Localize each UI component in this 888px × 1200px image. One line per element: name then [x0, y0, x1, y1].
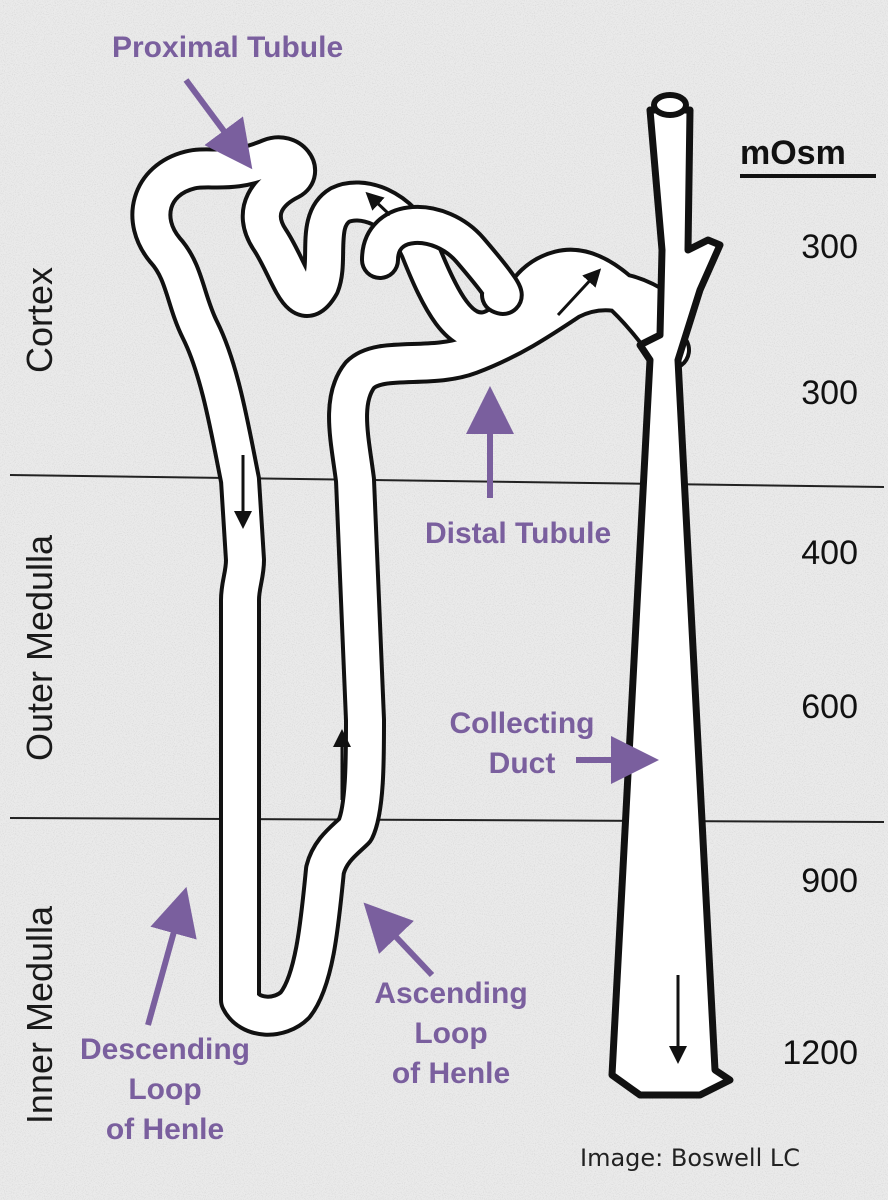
- osmolality-value: 1200: [782, 1034, 858, 1072]
- outer-inner-medulla-boundary: [9, 817, 885, 823]
- proximal-tubule-label: Proximal Tubule: [112, 31, 344, 64]
- pointer-proximal-tubule: [183, 78, 253, 170]
- zone-outer-medulla-label: Outer Medulla: [19, 534, 60, 762]
- ascending-loop-label-line3: of Henle: [391, 1057, 511, 1090]
- collecting-duct-outline: [608, 106, 734, 1099]
- collecting-duct: [608, 92, 734, 1099]
- ascending-loop-label-line1: Ascending: [374, 977, 528, 1010]
- osmolality-value: 400: [801, 534, 858, 572]
- osmolality-value: 300: [801, 228, 858, 266]
- proximal-tubule-end-lumen: [364, 208, 520, 312]
- collecting-duct-label-line2: Duct: [488, 747, 556, 780]
- cortex-medulla-boundary: [9, 474, 885, 488]
- zone-cortex-label: Cortex: [19, 266, 60, 374]
- pointer-descending-loop: [145, 886, 197, 1026]
- osmolality-heading-underline: [740, 174, 876, 178]
- collecting-duct-top-opening: [651, 92, 689, 118]
- flow-arrow-distal: [556, 268, 602, 317]
- distal-tubule-label: Distal Tubule: [425, 517, 612, 550]
- image-credit: Image: Boswell LC: [580, 1144, 801, 1172]
- descending-loop-label-line2: Loop: [128, 1073, 202, 1106]
- flow-arrows: [234, 191, 687, 1064]
- collecting-duct-label-line1: Collecting: [449, 707, 595, 740]
- descending-loop-label-line3: of Henle: [105, 1113, 225, 1146]
- osmolality-value: 600: [801, 688, 858, 726]
- label-pointers: [145, 78, 659, 1026]
- osmolality-value: 900: [801, 862, 858, 900]
- descending-loop-label-line1: Descending: [79, 1033, 251, 1066]
- osmolality-heading: mOsm: [740, 134, 846, 172]
- osmolality-value: 300: [801, 374, 858, 412]
- pointer-ascending-loop: [363, 902, 435, 978]
- zone-inner-medulla-label: Inner Medulla: [19, 905, 60, 1125]
- ascending-loop-label: Ascending Loop of Henle: [358, 974, 544, 1094]
- collecting-duct-label: Collecting Duct: [437, 704, 607, 784]
- ascending-loop-label-line2: Loop: [414, 1017, 488, 1050]
- descending-loop-label: Descending Loop of Henle: [62, 1030, 268, 1150]
- flow-arrow-proximal: [365, 191, 392, 217]
